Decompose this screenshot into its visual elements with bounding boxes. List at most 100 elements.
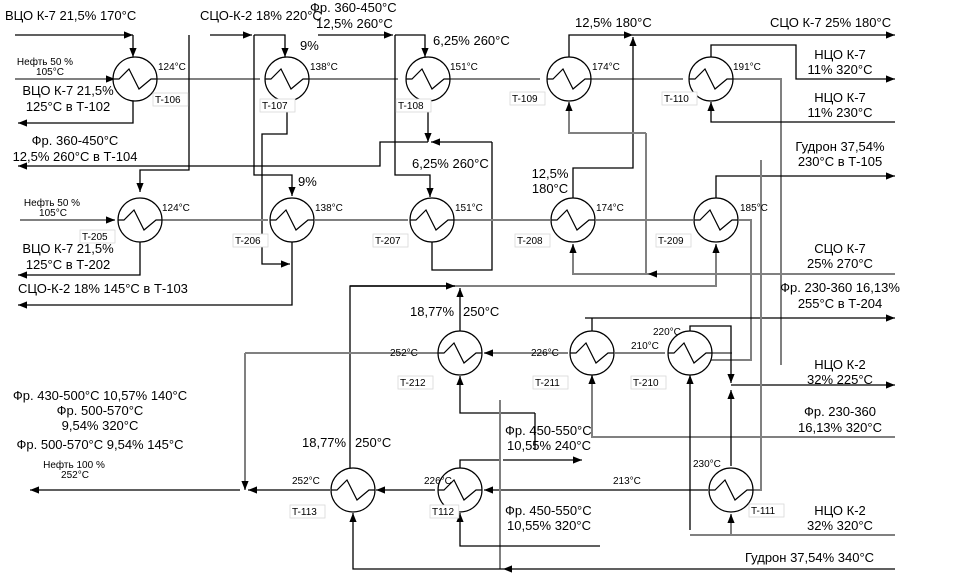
exchanger-tag: T-210: [633, 378, 659, 389]
exchanger-tag-box: [395, 98, 432, 113]
label-vco-to-t102-2: 125°C в Т-102: [26, 99, 110, 114]
exchanger-tag-box: [397, 375, 434, 390]
pipe-sco-bypass: [253, 35, 296, 196]
exchanger-tag-box: [429, 504, 460, 519]
exchanger-tag: T-110: [664, 94, 689, 105]
exchanger-tag-box: [532, 375, 569, 390]
label-fr500-145: Фр. 500-570°C 9,54% 145°C: [17, 437, 184, 452]
label-fr450-320-1: Фр. 450-550°C: [505, 503, 592, 518]
label-pct-625-a: 6,25% 260°C: [433, 33, 510, 48]
exchanger-tag: T-107: [262, 101, 288, 112]
label-fr360-to-t104-1: Фр. 360-450°C: [32, 133, 119, 148]
pipe-vco-to-t202: [18, 242, 141, 279]
exchanger-coil-icon: [113, 67, 157, 90]
pipe-1877-b-up: [349, 282, 455, 490]
exchanger-coil-icon: [406, 67, 450, 90]
exchanger-tag-box: [748, 503, 785, 518]
label-nco-k2-320-1: НЦО К-2: [814, 503, 866, 518]
label-fr360-in-2: 12,5% 260°C: [316, 16, 393, 31]
exchanger-tag: T-109: [512, 94, 538, 105]
pipe-t111-out: [752, 160, 762, 491]
pipe-nco-k7-230: [707, 102, 895, 123]
exchanger-temperature: 252°C: [390, 348, 418, 359]
label-fr230-t204-1: Фр. 230-360 16,13%: [780, 280, 900, 295]
heat-exchanger-t-212: T-212 252°C: [390, 330, 483, 390]
pipe-gudron-t105: [715, 172, 895, 198]
label-sco-k7-270-2: 25% 270°C: [807, 256, 873, 271]
exchanger-temperature: 124°C: [162, 203, 190, 214]
pipe-fr360-to-t104: [18, 141, 428, 170]
label-oil100-1: Нефть 100 %: [43, 459, 105, 471]
exchanger-temperature: 138°C: [315, 203, 343, 214]
label-pct-125-mid-1: 12,5%: [532, 166, 569, 181]
pipe-t109-out: [568, 31, 633, 57]
pipe-t210-top: [689, 325, 735, 383]
label-fr230-320-2: 16,13% 320°C: [798, 420, 882, 435]
label-fr450-240-2: 10,55% 240°C: [507, 438, 591, 453]
exchanger-tag-box: [79, 229, 116, 244]
label-fr450-240-1: Фр. 450-550°C: [505, 423, 592, 438]
pipe-t207-loop: [431, 142, 493, 271]
pipe-t208-in: [569, 244, 648, 275]
exchanger-coil-icon: [270, 208, 314, 231]
exchanger-tag: T-212: [400, 378, 426, 389]
pipe-t109-in: [565, 102, 646, 134]
exchanger-top-temperature: 220°C: [653, 327, 681, 338]
label-nco-k7-230-1: НЦО К-7: [814, 90, 866, 105]
label-vco-to-t202-2: 125°C в Т-202: [26, 257, 110, 272]
exchanger-tag: T-106: [155, 95, 181, 106]
label-vco-k7-in: ВЦО К-7 21,5% 170°C: [5, 8, 136, 23]
label-pct-9-b: 9%: [298, 174, 317, 189]
label-fr360-in-1: Фр. 360-450°C: [310, 0, 397, 15]
pipe-t209-in: [350, 244, 720, 287]
heat-exchanger-t-205: T-205 124°C: [79, 197, 190, 244]
exchanger-tag-box: [289, 504, 326, 519]
exchanger-tag-box: [514, 233, 551, 248]
pipe-vco-bypass: [136, 35, 190, 192]
pipe-fr450-320: [456, 513, 600, 547]
exchanger-coil-icon: [694, 208, 738, 231]
heat-exchanger-t-107: T-107 138°C: [259, 56, 338, 113]
exchanger-temperature: 213°C: [613, 476, 641, 487]
pipe-t107-out: [261, 100, 290, 268]
exchanger-tag: T112: [432, 507, 454, 518]
exchanger-tag-box: [259, 98, 296, 113]
exchanger-coil-icon: [438, 341, 482, 364]
exchangers: T-106124°CT-107138°CT-108151°CT-109174°C…: [79, 56, 785, 519]
pipe-t212-bottom: [456, 376, 535, 414]
label-oil50-a-1: Нефть 50 %: [17, 56, 73, 68]
pipe-sco-to-t107: [254, 34, 289, 57]
label-fr500-320-1: Фр. 500-570°C: [57, 403, 144, 418]
label-gudron-t105-2: 230°C в Т-105: [798, 154, 882, 169]
exchanger-temperature: 174°C: [596, 203, 624, 214]
pipe-t208-out: [572, 37, 637, 198]
exchanger-tag: T-205: [82, 232, 108, 243]
pipe-sco-to-t103: [18, 240, 293, 309]
exchanger-temperature: 210°C: [631, 341, 659, 352]
exchanger-tag-box: [232, 233, 269, 248]
label-pct-9-a: 9%: [300, 38, 319, 53]
label-gudron-340: Гудрон 37,54% 340°C: [745, 550, 874, 565]
label-pct-1877-b: 18,77%: [302, 435, 347, 450]
exchanger-tag: T-108: [398, 101, 424, 112]
exchanger-tag: T-207: [375, 236, 401, 247]
label-oil100-2: 252°C: [61, 470, 89, 481]
exchanger-tag-box: [655, 233, 692, 248]
pipe-row2-out: [708, 219, 752, 361]
pipe-fr360-to-t108: [395, 34, 429, 57]
exchanger-coil-icon: [689, 67, 733, 90]
exchanger-temperature: 138°C: [310, 62, 338, 73]
exchanger-coil-icon: [118, 208, 162, 231]
pipe-row1-out: [726, 78, 782, 365]
pipe-t112-top: [459, 459, 500, 468]
label-pct-625-b: 6,25% 260°C: [412, 156, 489, 171]
exchanger-tag: T-211: [535, 378, 560, 389]
label-sco-k2-in: СЦО-К-2 18% 220°C: [200, 8, 322, 23]
label-fr230-320-1: Фр. 230-360: [804, 404, 876, 419]
